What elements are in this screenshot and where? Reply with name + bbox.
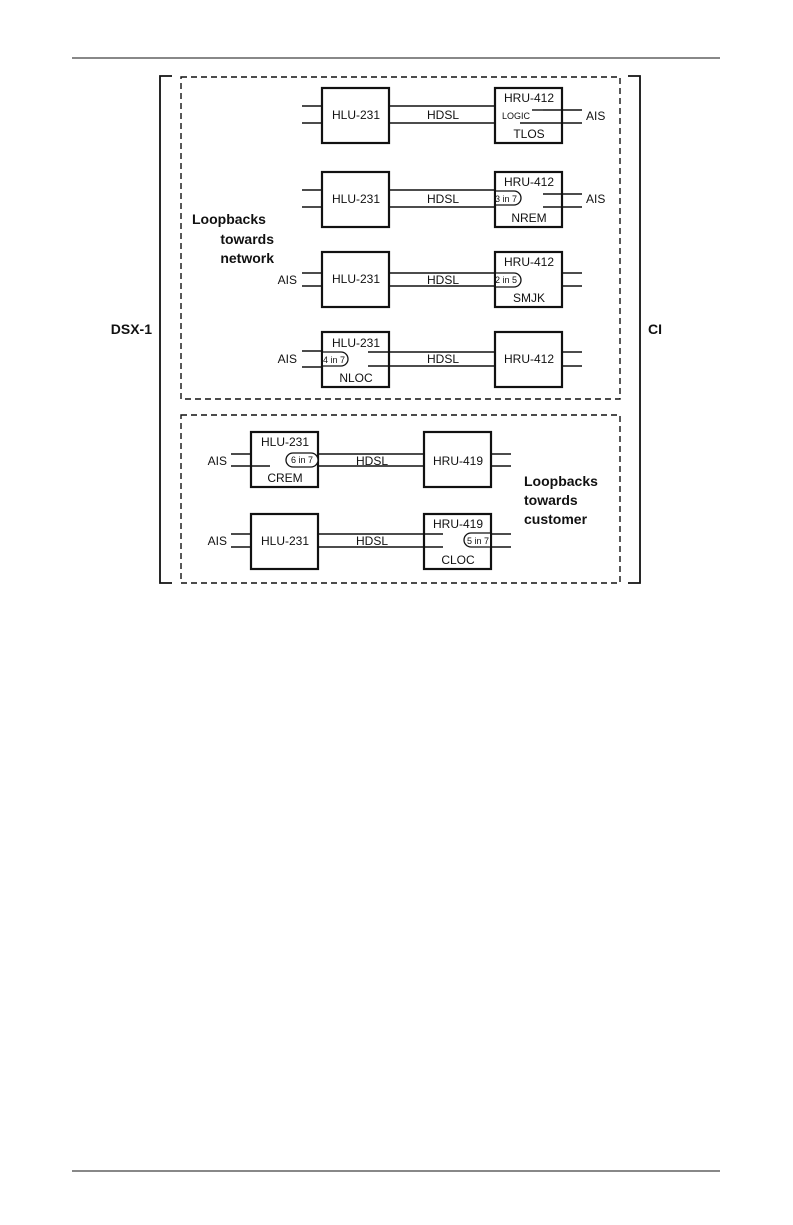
ais-label: AIS xyxy=(278,352,297,366)
ais-label: AIS xyxy=(208,534,227,548)
crem-label: CREM xyxy=(267,471,302,485)
hdsl-label: HDSL xyxy=(427,108,459,122)
svg-text:HLU-231: HLU-231 xyxy=(332,272,380,286)
hdsl-label: HDSL xyxy=(427,273,459,287)
nloc-label: NLOC xyxy=(339,371,373,385)
svg-text:customer: customer xyxy=(524,511,588,527)
ci-label: CI xyxy=(648,321,662,337)
svg-text:network: network xyxy=(220,250,274,266)
svg-text:HRU-412: HRU-412 xyxy=(504,91,554,105)
tlos-label: TLOS xyxy=(513,127,544,141)
dsx-bracket xyxy=(160,76,172,583)
svg-text:HLU-231: HLU-231 xyxy=(332,108,380,122)
svg-text:HLU-231: HLU-231 xyxy=(332,192,380,206)
svg-text:HRU-419: HRU-419 xyxy=(433,454,483,468)
smjk-loopback-row: AIS HLU-231 HDSL HRU-412 2 in 5 SMJK xyxy=(278,252,582,307)
code-3-in-7: 3 in 7 xyxy=(495,194,517,204)
cloc-label: CLOC xyxy=(441,553,475,567)
hdsl-label: HDSL xyxy=(427,192,459,206)
smjk-label: SMJK xyxy=(513,291,545,305)
svg-text:HRU-412: HRU-412 xyxy=(504,255,554,269)
network-group-label: Loopbacks towards network xyxy=(192,211,274,266)
ci-bracket xyxy=(628,76,640,583)
hdsl-label: HDSL xyxy=(356,454,388,468)
ais-label: AIS xyxy=(208,454,227,468)
svg-text:HLU-231: HLU-231 xyxy=(332,336,380,350)
code-4-in-7: 4 in 7 xyxy=(323,355,345,365)
hdsl-label: HDSL xyxy=(356,534,388,548)
svg-text:Loopbacks: Loopbacks xyxy=(192,211,266,227)
ais-label: AIS xyxy=(278,273,297,287)
nloc-loopback-row: AIS HLU-231 4 in 7 NLOC HDSL HRU-412 xyxy=(278,332,582,387)
svg-text:HRU-412: HRU-412 xyxy=(504,352,554,366)
svg-text:towards: towards xyxy=(220,231,274,247)
svg-text:HRU-419: HRU-419 xyxy=(433,517,483,531)
tlos-loopback-row: HLU-231 HDSL HRU-412 LOGIC TLOS AIS xyxy=(302,88,605,143)
hdsl-label: HDSL xyxy=(427,352,459,366)
ais-label: AIS xyxy=(586,192,605,206)
svg-text:towards: towards xyxy=(524,492,578,508)
crem-loopback-row: AIS HLU-231 CREM 6 in 7 HDSL HRU-419 xyxy=(208,432,511,487)
svg-text:Loopbacks: Loopbacks xyxy=(524,473,598,489)
logic-code: LOGIC xyxy=(502,111,531,121)
code-6-in-7: 6 in 7 xyxy=(291,455,313,465)
dsx-label: DSX-1 xyxy=(111,321,152,337)
code-5-in-7: 5 in 7 xyxy=(467,536,489,546)
cloc-loopback-row: AIS HLU-231 HDSL HRU-419 5 in 7 CLOC xyxy=(208,514,511,569)
svg-text:HRU-412: HRU-412 xyxy=(504,175,554,189)
svg-text:HLU-231: HLU-231 xyxy=(261,534,309,548)
code-2-in-5: 2 in 5 xyxy=(495,275,517,285)
nrem-loopback-row: HLU-231 HDSL HRU-412 3 in 7 NREM AIS xyxy=(302,172,605,227)
svg-text:HLU-231: HLU-231 xyxy=(261,435,309,449)
ais-label: AIS xyxy=(586,109,605,123)
nrem-label: NREM xyxy=(511,211,546,225)
customer-group-label: Loopbacks towards customer xyxy=(524,473,598,527)
